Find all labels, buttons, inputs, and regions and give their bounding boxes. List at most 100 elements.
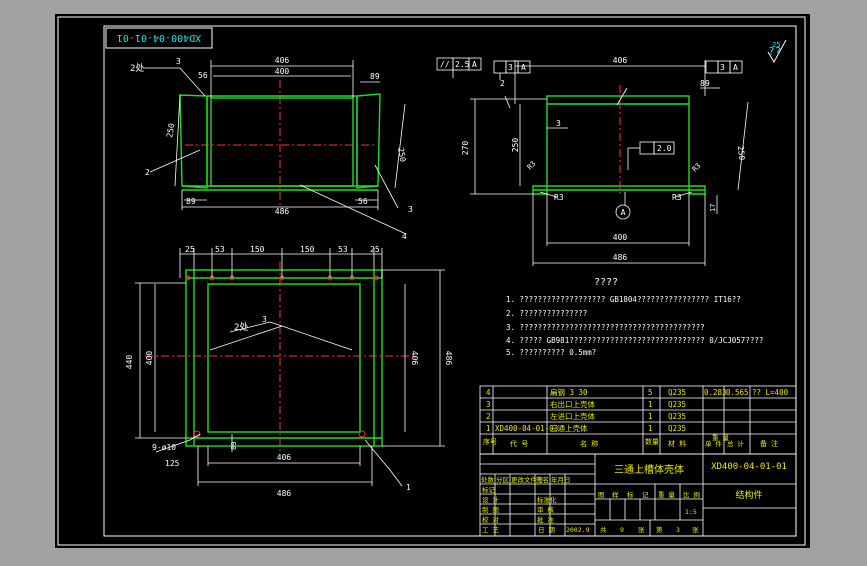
plan-dim-small-89: 89 [230,442,238,450]
plan-dim-top-3: 150 [300,245,315,254]
tb-col-3: 签名 [536,475,549,484]
parts-list-table: 4 扁钢 3 30 5 Q235 0.283 0.565 ?? L=400 3 … [479,385,797,455]
tb-row-1: 设 计 [482,495,499,504]
side-radius-right: R3 [672,193,682,202]
tb-row-0: 标记 [482,485,496,494]
tb-sheet-no-unit: 张 [692,525,699,534]
tb-category: 结构件 [735,489,762,501]
note-line-1: 1. ??????????????????? GB1804???????????… [506,295,741,304]
perp1-value: 3 [508,63,513,72]
plan-dim-left-inner: 400 [145,351,154,366]
side-perp-frame-2 [705,60,743,74]
plan-dim-top-0: 25 [185,245,195,254]
front-leader-3: 3 [408,205,413,214]
plan-dim-left: 440 [125,355,134,370]
side-dim-height-inner: 250 [511,138,520,153]
tb-stage-3: 记 [642,491,649,499]
parallel-value: 2.5 [455,60,470,69]
pt-row-0-mat: Q235 [668,388,686,397]
tb-sheets-label: 共 [600,525,607,534]
side-perp-frame-1 [493,60,531,80]
technical-notes: ???? 1. ??????????????????? GB1804??????… [506,277,763,357]
pt-row-0-no: 4 [486,388,491,397]
front-leader-4: 4 [402,232,407,241]
plan-dim-top-4: 53 [338,245,348,254]
side-view[interactable]: // 2.5 A 3 A 3 A 2.0 A 406 270 250 3 2 8… [436,56,749,266]
side-dim-top-small: 2 [500,79,505,88]
tb-date: 2002.9 [566,526,590,534]
plan-dim-right-inner: 406 [410,351,419,366]
note-line-2: 2. ??????????????? [506,309,587,318]
side-dim-bottom-inner: 400 [613,233,628,242]
tb-sheets: 9 [620,526,624,534]
tb-title: 三通上槽体壳体 [614,463,684,476]
plan-view[interactable]: 25 53 150 150 53 25 440 400 406 486 9-ø1… [125,245,453,498]
side-dim-top: 406 [613,56,628,65]
pt-row-0-qty: 5 [648,388,653,397]
plan-dim-top-5: 25 [370,245,380,254]
pt-row-3-code: XD400-04-01-03 [495,424,558,433]
note-line-5: 5. ?????????? 0.5mm? [506,348,596,357]
pt-header-mat: 材 料 [668,439,686,448]
front-view-left-flange [179,94,208,189]
side-dim-small-gap: 3 [556,119,561,128]
parallel-symbol: // [440,60,450,69]
plan-dim-right: 486 [444,351,453,366]
pt-row-3-mat: Q235 [668,424,686,433]
pt-header-total: 总 计 [727,439,744,448]
tb-row-3: 校 对 [482,515,499,524]
front-dim-left-side: 250 [165,122,176,138]
plan-dim-bottom: 486 [277,489,292,498]
pt-header-name: 名 称 [580,439,598,448]
pt-header-weight: 单 件 [705,439,722,448]
roughness-label: ?? [768,45,781,58]
front-weld-label: 2处 [130,62,144,74]
side-radius-left: R3 [554,193,564,202]
side-radius-small-right: R3 [691,162,703,174]
tb-sheet-no: 3 [676,526,680,534]
front-dim-bottom-right: 56 [358,197,368,206]
tb-mid-1: 审 核 [537,505,554,514]
tb-date-label: 日 期 [538,526,555,534]
pt-row-1-no: 3 [486,400,491,409]
perp2-value: 3 [720,63,725,72]
pt-row-0-note: ?? L=400 [752,388,789,397]
front-view[interactable]: 406 400 89 56 250 250 89 56 486 2处 3 2 3… [130,56,413,241]
tb-col-2: 更改文件号 [511,475,544,484]
plan-leader-1: 1 [406,483,411,492]
front-dim-right-top: 89 [370,72,380,81]
pt-row-0-weight: 0.283 [704,388,727,397]
plan-hole-callout: 9-ø10 [152,443,176,452]
perp1-datum: A [521,63,526,72]
pt-header-wt: 重 量 [712,434,729,442]
pt-row-1-mat: Q235 [668,400,686,409]
tb-stage-1: 样 [612,490,619,499]
tb-sheet-no-label: 第 [656,525,663,534]
pt-header-no: 序号 [483,437,497,446]
plan-view-outer-outline [185,269,383,447]
pt-header-note: 备 注 [760,439,778,448]
tb-mid-2: 批 准 [537,515,554,524]
side-dim-bottom: 486 [613,253,628,262]
pt-row-2-qty: 1 [648,412,653,421]
pt-row-1-qty: 1 [648,400,653,409]
tb-stage-2: 标 [627,490,634,499]
plan-dim-bottom-inner: 406 [277,453,292,462]
side-parallelism-frame [436,57,482,78]
plan-hole-pitch: 125 [165,459,180,468]
drawing-number-box: XD400-04-01-01 [105,27,213,49]
tb-scale: 1:5 [685,508,697,516]
pt-row-3-qty: 1 [648,424,653,433]
tb-weight-label: 重 量 [658,491,675,499]
drawing-number-upside-down: XD400-04-01-01 [117,32,201,43]
tb-row-4: 工 艺 [482,526,499,534]
pt-row-3-name: 三通上壳体 [550,423,588,433]
side-view-body-outline [546,95,690,187]
tb-col-1: 分区 [496,475,510,484]
notes-title: ???? [594,277,618,288]
pt-header-code: 代 号 [510,439,528,448]
title-block: 处数 分区 更改文件号 签名 年月日 标记 设 计 制 图 校 对 工 艺 标准… [479,453,797,537]
note-line-3: 3. ?????????????????????????????????????… [506,323,705,332]
